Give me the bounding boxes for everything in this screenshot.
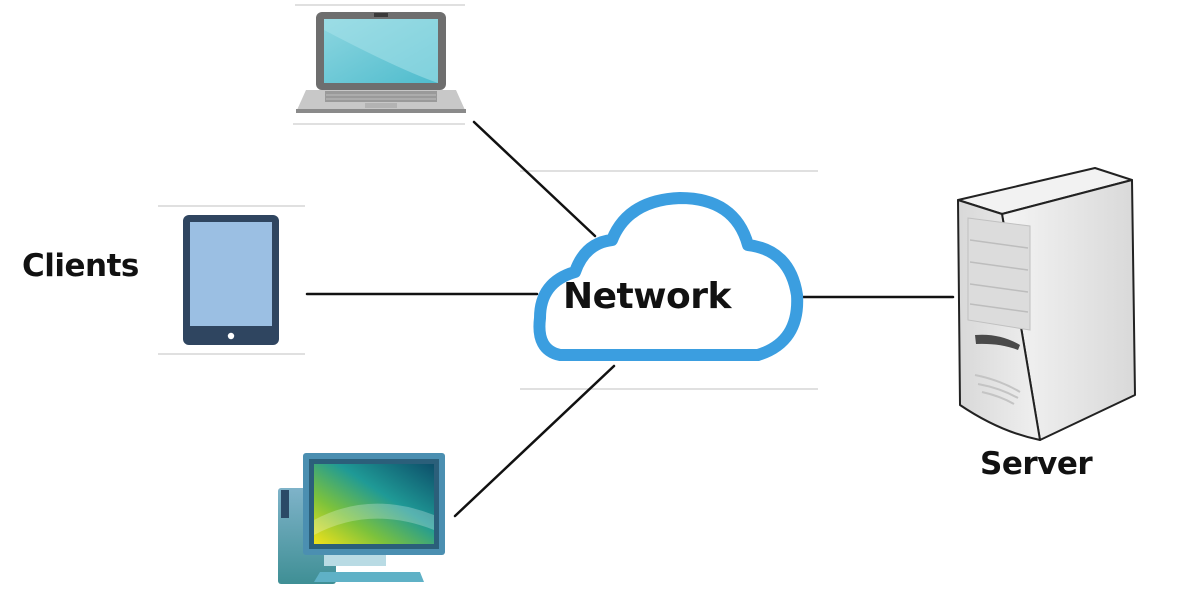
server-tower-icon xyxy=(957,167,1136,441)
network-label: Network xyxy=(563,276,731,317)
connector-laptop-network xyxy=(472,120,597,238)
connector-desktop-network xyxy=(453,364,616,518)
laptop-icon xyxy=(296,12,466,113)
connector-lines xyxy=(305,120,955,518)
cloud-icon xyxy=(533,192,804,361)
server-label: Server xyxy=(980,446,1093,482)
tablet-icon xyxy=(183,215,279,345)
clients-label: Clients xyxy=(22,248,139,284)
separator-lines xyxy=(158,4,818,390)
desktop-computer-icon xyxy=(278,453,445,584)
